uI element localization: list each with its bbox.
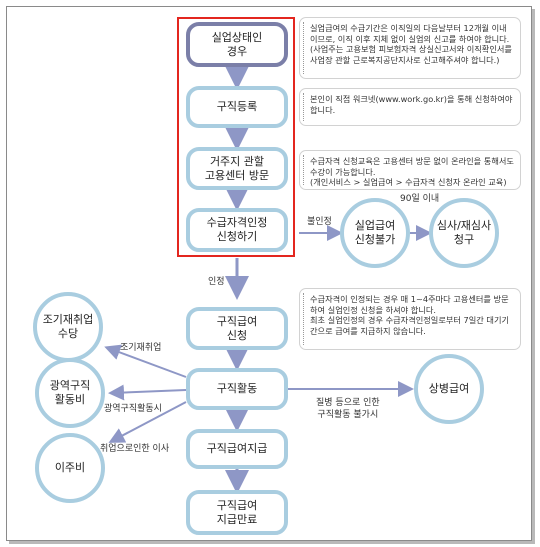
circle-early-reemp: 조기재취업 수당 [33, 292, 103, 362]
step-job-registration: 구직등록 [186, 86, 288, 128]
step-job-search: 구직활동 [186, 368, 288, 410]
note-unemployed: 실업급여의 수급기간은 이직일의 다음날부터 12개월 이내이므로, 이직 이후… [299, 17, 521, 79]
arrow-wide-area [108, 384, 187, 401]
note-registration: 본인이 직접 워크넷(www.work.go.kr)을 통해 신청하여야 합니다… [299, 88, 521, 126]
circle-appeal: 심사/재심사 청구 [429, 198, 499, 268]
label-moving: 취업으로인한 이사 [100, 444, 170, 454]
note-apply-benefit: 수급자격이 인정되는 경우 매 1~4주마다 고용센터를 방문하여 실업인정 신… [299, 288, 521, 350]
circle-unemp-impossible: 실업급여 신청불가 [340, 198, 410, 268]
circle-wide-area: 광역구직 활동비 [35, 358, 105, 428]
step-benefit-payment: 구직급여지급 [186, 429, 288, 469]
arrow-moving [108, 401, 187, 443]
label-wide-area: 광역구직활동시 [104, 404, 162, 414]
arrow-early-reemp [104, 344, 187, 378]
label-within-90: 90일 이내 [400, 194, 440, 204]
step-apply-benefit: 구직급여 신청 [186, 307, 288, 350]
note-visit-center: 수급자격 신청교육은 고용센터 방문 없이 온라인을 통해서도 수강이 가능합니… [299, 150, 521, 190]
label-rejected: 불인정 [307, 217, 332, 227]
circle-sickness: 상병급여 [414, 354, 484, 424]
circle-moving: 이주비 [35, 433, 105, 503]
step-apply-eligibility: 수급자격인정 신청하기 [186, 208, 288, 252]
step-unemployed: 실업상태인 경우 [186, 22, 288, 67]
step-benefit-end: 구직급여 지급만료 [186, 490, 288, 535]
label-approved: 인정 [208, 277, 225, 287]
highlight-box [177, 17, 295, 257]
step-visit-center: 거주지 관할 고용센터 방문 [186, 147, 288, 190]
label-early-reemp: 조기재취업 [120, 343, 162, 353]
label-sickness: 질병 등으로 인한 구직활동 불가시 [316, 398, 380, 420]
